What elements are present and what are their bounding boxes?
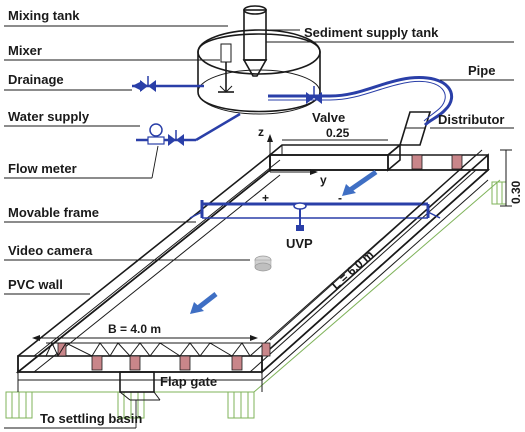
label-flap-gate: Flap gate (160, 374, 217, 389)
label-flow-meter: Flow meter (8, 161, 77, 176)
flume-body (15, 153, 491, 401)
support-leg-front-left (5, 391, 33, 419)
pvc-wall-right (261, 153, 489, 374)
flow-arrows (190, 169, 378, 314)
inlet-box (267, 143, 403, 172)
mixer (218, 43, 234, 93)
valve-icon (306, 86, 322, 104)
axis-z-label: z (258, 125, 264, 139)
pipes (132, 76, 454, 142)
pvc-wall-left (17, 153, 271, 374)
flap-gate (119, 371, 161, 401)
dim-breadth: B = 4.0 m (108, 322, 161, 336)
coordinate-axes (267, 134, 318, 175)
label-movable-frame: Movable frame (8, 205, 99, 220)
flow-meter-icon (147, 123, 165, 145)
axis-y-label: y (320, 173, 327, 187)
label-water-supply: Water supply (8, 109, 90, 124)
label-distributor: Distributor (438, 112, 504, 127)
water-supply-valve-icon (168, 130, 184, 146)
video-camera-icon (254, 255, 272, 272)
support-beam-side (253, 179, 501, 393)
label-mixing-tank: Mixing tank (8, 8, 80, 23)
leader-lines (4, 25, 514, 429)
label-uvp: UVP (286, 236, 313, 251)
label-video-camera: Video camera (8, 243, 93, 258)
label-drainage: Drainage (8, 72, 64, 87)
label-valve: Valve (312, 110, 345, 125)
support-leg-front-right (227, 391, 255, 419)
dimension-lines (32, 139, 512, 341)
sediment-supply-tank (242, 5, 268, 77)
label-pvc-wall: PVC wall (8, 277, 63, 292)
movable-frame (189, 200, 441, 231)
dim-depth: 0.30 (509, 180, 523, 204)
dim-inlet-width: 0.25 (326, 126, 350, 140)
axis-plus-label: + (262, 191, 269, 205)
distributor (398, 111, 432, 146)
distributor-blocks (411, 154, 463, 170)
drainage-valve-icon (140, 76, 156, 92)
label-to-settling-basin: To settling basin (40, 411, 142, 426)
label-pipe: Pipe (468, 63, 495, 78)
outlet-slats (45, 341, 251, 358)
flume-bed (15, 169, 491, 373)
axis-minus-label: - (338, 191, 342, 205)
label-mixer: Mixer (8, 43, 42, 58)
label-sediment-supply-tank: Sediment supply tank (304, 25, 439, 40)
